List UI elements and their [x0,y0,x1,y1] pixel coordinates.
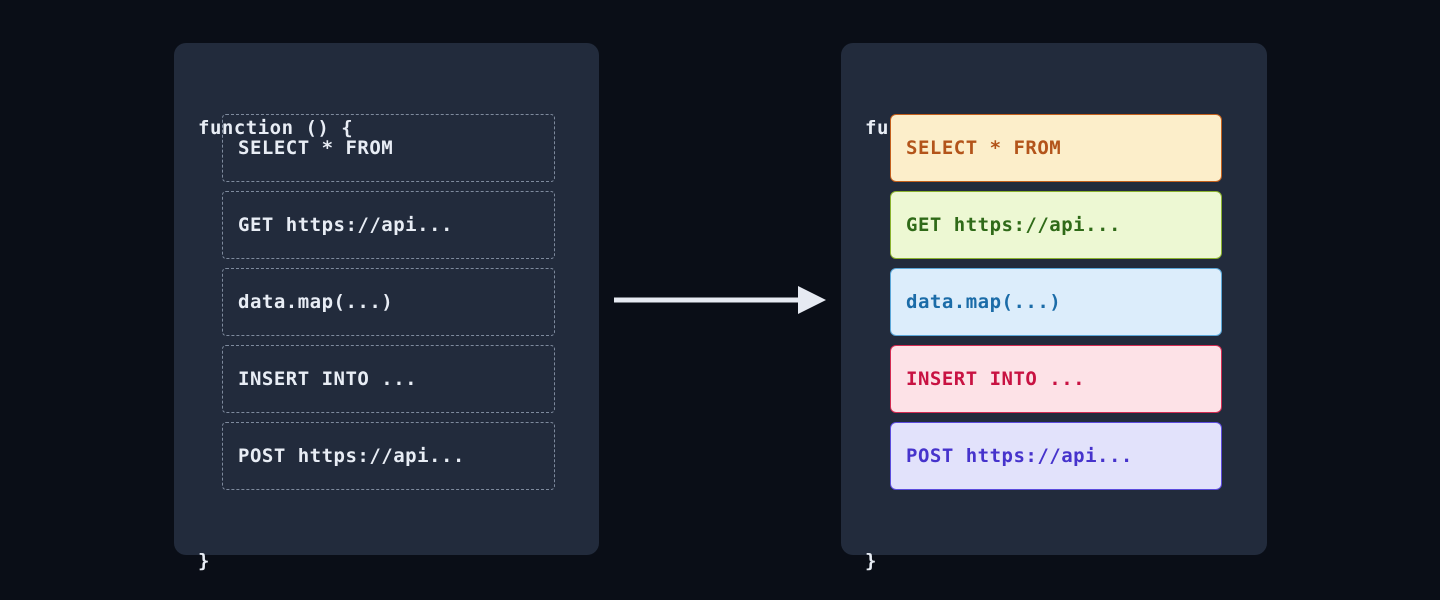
code-row-text: SELECT * FROM [906,137,1062,159]
tagged-code-row[interactable]: SELECT * FROM [890,114,1222,182]
untagged-code-row[interactable]: data.map(...) [222,268,555,336]
code-row-text: POST https://api... [906,445,1133,467]
untagged-code-row[interactable]: GET https://api... [222,191,555,259]
left-row-list: SELECT * FROM GET https://api... data.map(… [222,114,555,490]
untagged-code-row[interactable]: POST https://api... [222,422,555,490]
right-code-close-brace: } [865,550,877,572]
code-row-text: POST https://api... [238,445,465,467]
code-row-text: data.map(...) [906,291,1062,313]
untagged-code-row[interactable]: SELECT * FROM [222,114,555,182]
right-row-list: SELECT * FROM GET https://api... data.map(… [890,114,1222,490]
code-row-text: INSERT INTO ... [906,368,1086,390]
untagged-code-row[interactable]: INSERT INTO ... [222,345,555,413]
code-row-text: data.map(...) [238,291,394,313]
code-row-text: SELECT * FROM [238,137,394,159]
code-row-text: INSERT INTO ... [238,368,418,390]
tagged-code-row[interactable]: GET https://api... [890,191,1222,259]
left-code-open-brace: function () { [198,117,354,139]
code-row-text: GET https://api... [906,214,1121,236]
tagged-code-row[interactable]: INSERT INTO ... [890,345,1222,413]
untagged-code-panel: function () { SELECT * FROM GET https://a… [174,43,599,572]
transform-arrow [612,282,828,318]
tagged-code-row[interactable]: POST https://api... [890,422,1222,490]
left-code-close-brace: } [198,550,210,572]
tagged-code-row[interactable]: data.map(...) [890,268,1222,336]
code-row-text: GET https://api... [238,214,453,236]
